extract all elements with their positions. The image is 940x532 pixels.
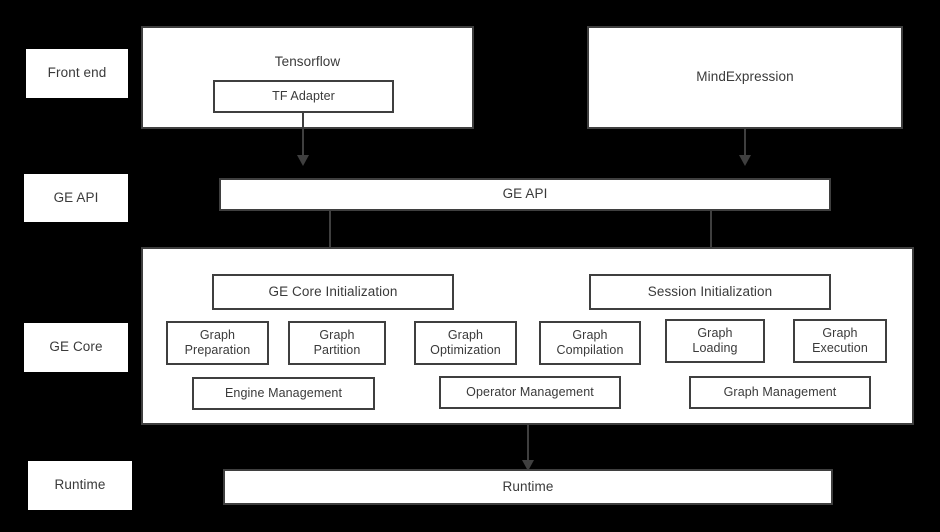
- arrowhead-ge-core-to-runtime: [522, 460, 534, 471]
- stage-label-runtime: Runtime: [28, 461, 132, 510]
- ge-core-initialization-box[interactable]: GE Core Initialization: [212, 274, 454, 310]
- arrowhead-mindexpression-to-ge-api: [739, 155, 751, 166]
- graph-loading-box[interactable]: Graph Loading: [665, 319, 765, 363]
- graph-execution-box[interactable]: Graph Execution: [793, 319, 887, 363]
- stage-label-ge-core: GE Core: [24, 323, 128, 372]
- tensorflow-label: Tensorflow: [274, 54, 341, 69]
- stage-label-ge-api: GE API: [24, 174, 128, 222]
- mindexpression-label: MindExpression: [696, 69, 794, 85]
- session-initialization-box[interactable]: Session Initialization: [589, 274, 831, 310]
- tf-adapter-box[interactable]: TF Adapter: [213, 80, 394, 113]
- frontend-mindexpression-container: MindExpression: [587, 26, 903, 129]
- graph-compilation-box[interactable]: Graph Compilation: [539, 321, 641, 365]
- ge-api-bar[interactable]: GE API: [219, 178, 831, 211]
- stage-label-front-end: Front end: [26, 49, 128, 98]
- frontend-tensorflow-container: Tensorflow: [141, 26, 474, 129]
- graph-optimization-box[interactable]: Graph Optimization: [414, 321, 517, 365]
- engine-management-box[interactable]: Engine Management: [192, 377, 375, 410]
- runtime-bar[interactable]: Runtime: [223, 469, 833, 505]
- operator-management-box[interactable]: Operator Management: [439, 376, 621, 409]
- connector-ge-api-to-ge-core-init: [329, 211, 331, 260]
- connector-mindexpression-to-ge-api: [744, 129, 746, 157]
- graph-partition-box[interactable]: Graph Partition: [288, 321, 386, 365]
- graph-preparation-box[interactable]: Graph Preparation: [166, 321, 269, 365]
- connector-ge-api-to-session-init: [710, 211, 712, 260]
- arrowhead-tf-adapter-to-ge-api: [297, 155, 309, 166]
- connector-tf-adapter-to-ge-api: [302, 113, 304, 157]
- connector-ge-core-to-runtime: [527, 425, 529, 463]
- graph-management-box[interactable]: Graph Management: [689, 376, 871, 409]
